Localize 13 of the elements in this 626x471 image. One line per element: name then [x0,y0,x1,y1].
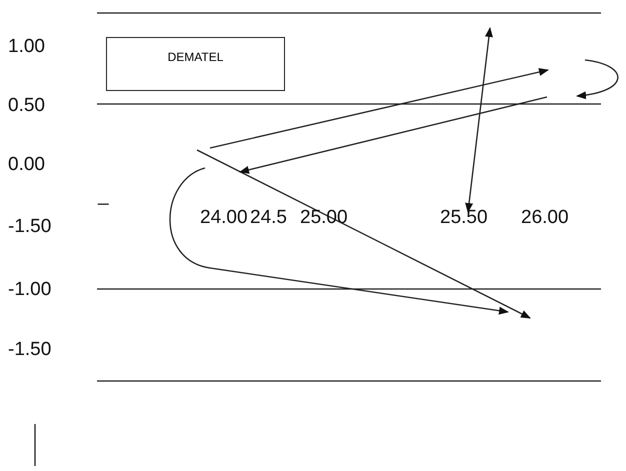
axis-tick-label: 25.50 [440,208,488,227]
axis-tick-label: 24.00 [200,208,248,227]
axis-tick-label: -1.50 [8,340,52,359]
box-title: DEMATEL [166,50,224,64]
axis-tick-label: 26.00 [521,208,569,227]
axis-tick-label: 0.00 [8,155,45,174]
axis-tick-label: _ [98,186,109,205]
axis-tick-label: -1.00 [8,280,52,299]
axis-tick-label: -1.50 [8,217,52,236]
axis-tick-label: 0.50 [8,96,45,115]
axis-tick-label: 24.5 [250,208,287,227]
label-box [106,37,285,91]
axis-tick-label: 1.00 [8,37,45,56]
